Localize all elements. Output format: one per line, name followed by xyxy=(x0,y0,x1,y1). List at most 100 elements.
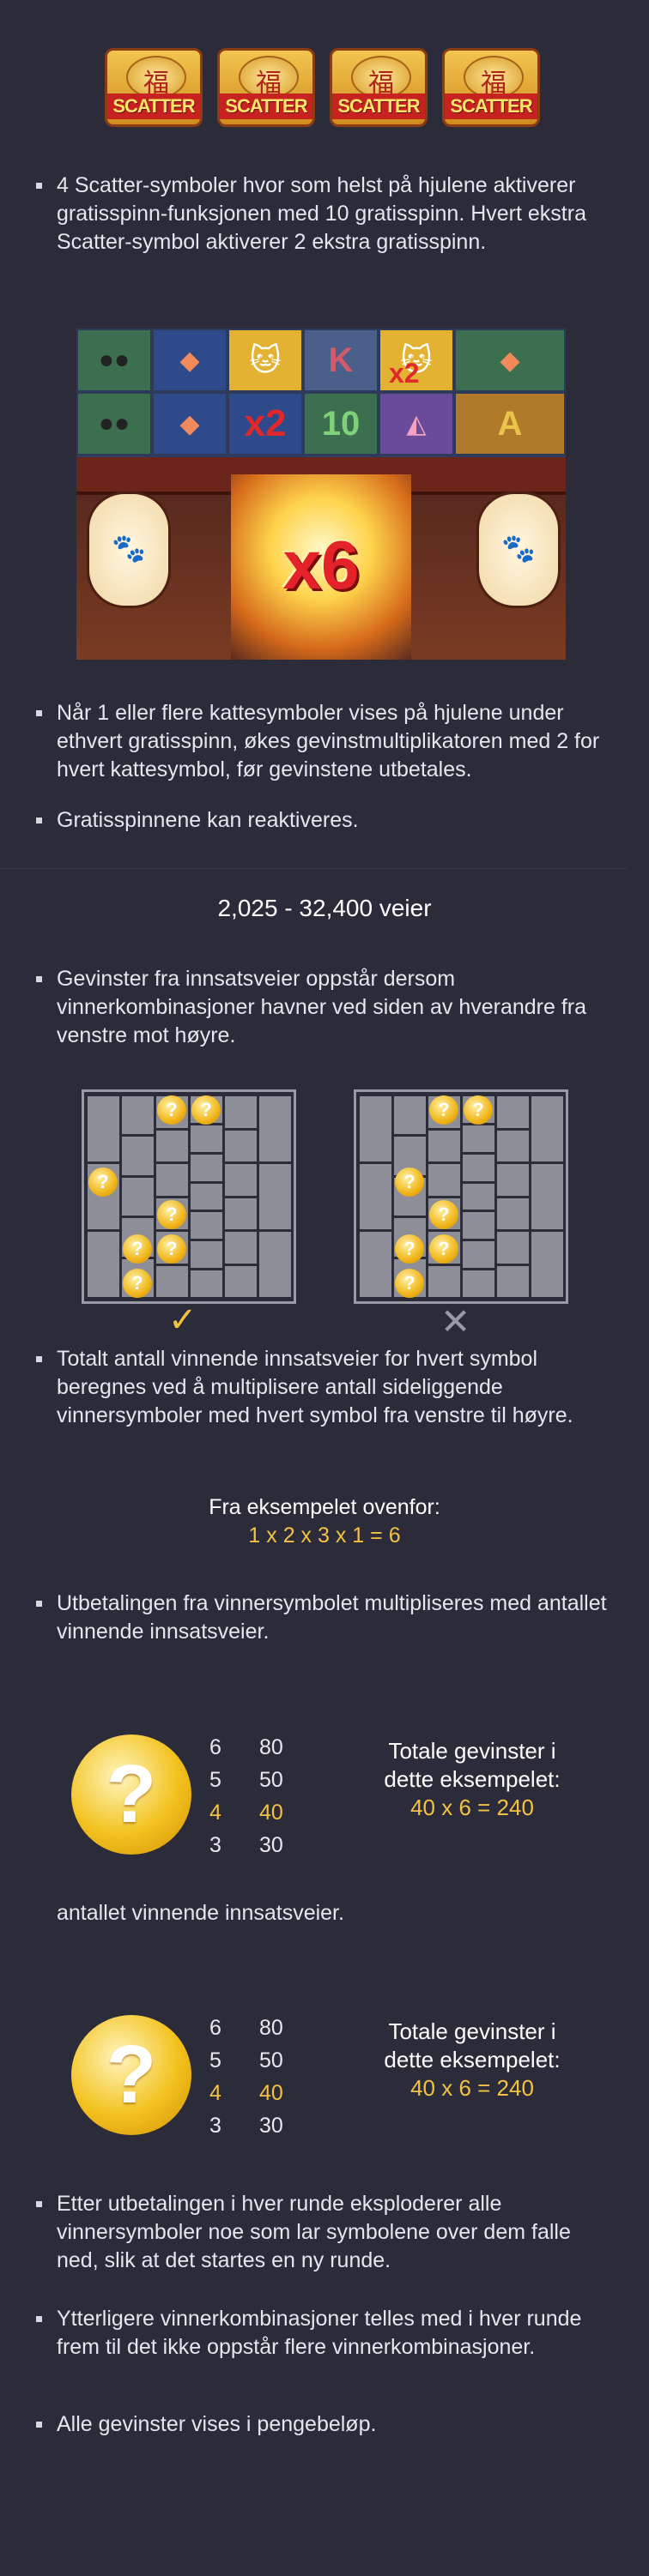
grid-cell xyxy=(463,1270,494,1297)
cat-multiplier-badge: x2 xyxy=(389,358,420,389)
coin-symbol-icon: ? xyxy=(123,1269,152,1298)
grid-cell xyxy=(225,1232,257,1264)
grid-cell xyxy=(88,1232,119,1297)
grid-cell xyxy=(191,1270,222,1297)
paytable-values: 80 50 40 30 xyxy=(259,1735,283,1857)
bullet-icon xyxy=(36,2201,42,2207)
grid-cell xyxy=(156,1265,188,1297)
bullet-icon xyxy=(36,817,42,823)
coin-symbol-icon: ? xyxy=(71,1734,191,1855)
grid-cell xyxy=(428,1164,460,1196)
multiplier-symbol: x2 xyxy=(227,392,303,455)
bullet-icon xyxy=(36,1601,42,1607)
total-multiplier-text: x6 xyxy=(282,527,360,603)
grid-cell xyxy=(225,1265,257,1297)
scatter-label: SCATTER xyxy=(220,94,312,119)
scatter-symbol-1: SCATTER xyxy=(105,48,203,127)
grid-cell xyxy=(225,1198,257,1229)
coin-symbol-icon: ? xyxy=(71,2015,191,2135)
rule-total-ways: Totalt antall vinnende innsatsveier for … xyxy=(36,1345,611,1430)
example-label: Fra eksempelet ovenfor: xyxy=(209,1495,440,1519)
paper-lantern-left xyxy=(87,492,171,608)
lucky-coin-icon xyxy=(351,56,411,100)
grid-cell xyxy=(463,1212,494,1240)
coin-symbol-icon: ? xyxy=(157,1200,186,1229)
scatter-label: SCATTER xyxy=(445,94,537,119)
grid-cell xyxy=(360,1232,391,1297)
lucky-coin-icon xyxy=(239,56,299,100)
grid-cell xyxy=(225,1164,257,1196)
grid-cell xyxy=(122,1137,154,1175)
lucky-coin-icon xyxy=(464,56,524,100)
coin-symbol-icon: ? xyxy=(395,1234,424,1264)
scatter-label: SCATTER xyxy=(332,94,425,119)
grid-cell xyxy=(191,1241,222,1269)
example-formula: 1 x 2 x 3 x 1 = 6 xyxy=(248,1523,401,1547)
grid-cell xyxy=(497,1265,529,1297)
bullet-icon xyxy=(36,183,42,189)
cross-icon: ✕ xyxy=(440,1301,471,1342)
grid-cell xyxy=(531,1232,563,1297)
grid-cell xyxy=(394,1096,426,1135)
grid-cell xyxy=(191,1183,222,1210)
rule-cascade-explode: Etter utbetalingen i hver runde eksplode… xyxy=(36,2190,611,2275)
grid-cell xyxy=(360,1164,391,1229)
grid-cell xyxy=(156,1164,188,1196)
ways-heading: 2,025 - 32,400 veier xyxy=(217,895,432,921)
grid-cell xyxy=(497,1164,529,1196)
grid-cell xyxy=(225,1096,257,1128)
bullet-icon xyxy=(36,2316,42,2322)
coin-symbol-icon: ? xyxy=(157,1095,186,1125)
salmon-nigiri-icon: ◆ xyxy=(152,329,227,392)
fan-icon: ◭ xyxy=(379,392,454,455)
grid-cell xyxy=(428,1265,460,1297)
grid-cell xyxy=(463,1183,494,1210)
coin-symbol-icon: ? xyxy=(429,1200,458,1229)
grid-cell xyxy=(88,1096,119,1161)
glow-burst xyxy=(231,474,411,660)
sushi-roll-icon: ●● xyxy=(76,329,152,392)
invalid-way-example-grid: ??????? xyxy=(354,1089,568,1304)
bullet-icon xyxy=(36,2422,42,2428)
grid-cell xyxy=(463,1241,494,1269)
paytable-values: 80 50 40 30 xyxy=(259,2016,283,2138)
total-winnings-example: Totale gevinster i dette eksempelet: 40 … xyxy=(384,2018,561,2101)
grid-cell xyxy=(156,1130,188,1161)
grid-cell xyxy=(191,1154,222,1181)
coin-symbol-icon: ? xyxy=(395,1167,424,1197)
salmon-nigiri-icon: ◆ xyxy=(454,329,566,392)
number-10-symbol: 10 xyxy=(303,392,379,455)
scatter-symbol-2: SCATTER xyxy=(217,48,315,127)
section-divider xyxy=(0,868,627,869)
grid-cell xyxy=(428,1130,460,1161)
coin-symbol-icon: ? xyxy=(464,1095,493,1125)
letter-a-symbol: A xyxy=(454,392,566,455)
grid-cell xyxy=(191,1212,222,1240)
continuation-text: antallet vinnende innsatsveier. xyxy=(57,1901,344,1925)
paytable-counts: 6 5 4 3 xyxy=(209,2016,221,2138)
bullet-icon xyxy=(36,1356,42,1362)
sushi-roll-icon: ●● xyxy=(76,392,152,455)
grid-cell xyxy=(463,1154,494,1181)
checkmark-icon: ✓ xyxy=(168,1301,197,1339)
scatter-symbol-4: SCATTER xyxy=(442,48,540,127)
coin-symbol-icon: ? xyxy=(123,1234,152,1264)
grid-cell xyxy=(191,1125,222,1152)
grid-cell xyxy=(531,1096,563,1161)
grid-cell xyxy=(360,1096,391,1161)
rule-payout-multiplied: Utbetalingen fra vinnersymbolet multipli… xyxy=(36,1590,611,1646)
paper-lantern-right xyxy=(476,492,561,608)
grid-cell xyxy=(225,1130,257,1161)
rule-money-display: Alle gevinster vises i pengebeløp. xyxy=(36,2410,611,2439)
paytable-counts: 6 5 4 3 xyxy=(209,1735,221,1857)
lucky-coin-icon xyxy=(126,56,186,100)
rule-free-spins-trigger: 4 Scatter-symboler hvor som helst på hju… xyxy=(36,172,611,256)
grid-cell xyxy=(531,1164,563,1229)
coin-symbol-icon: ? xyxy=(191,1095,221,1125)
lucky-cat-icon: 🐱 xyxy=(227,329,303,392)
grid-cell xyxy=(259,1096,291,1161)
grid-cell xyxy=(497,1198,529,1229)
free-spins-illustration: ●● ◆ 🐱 K 🐱 ◆ ●● ◆ x2 10 ◭ A x2 x6 xyxy=(76,329,566,660)
valid-way-example-grid: ??????? xyxy=(82,1089,296,1304)
grid-cell xyxy=(259,1232,291,1297)
